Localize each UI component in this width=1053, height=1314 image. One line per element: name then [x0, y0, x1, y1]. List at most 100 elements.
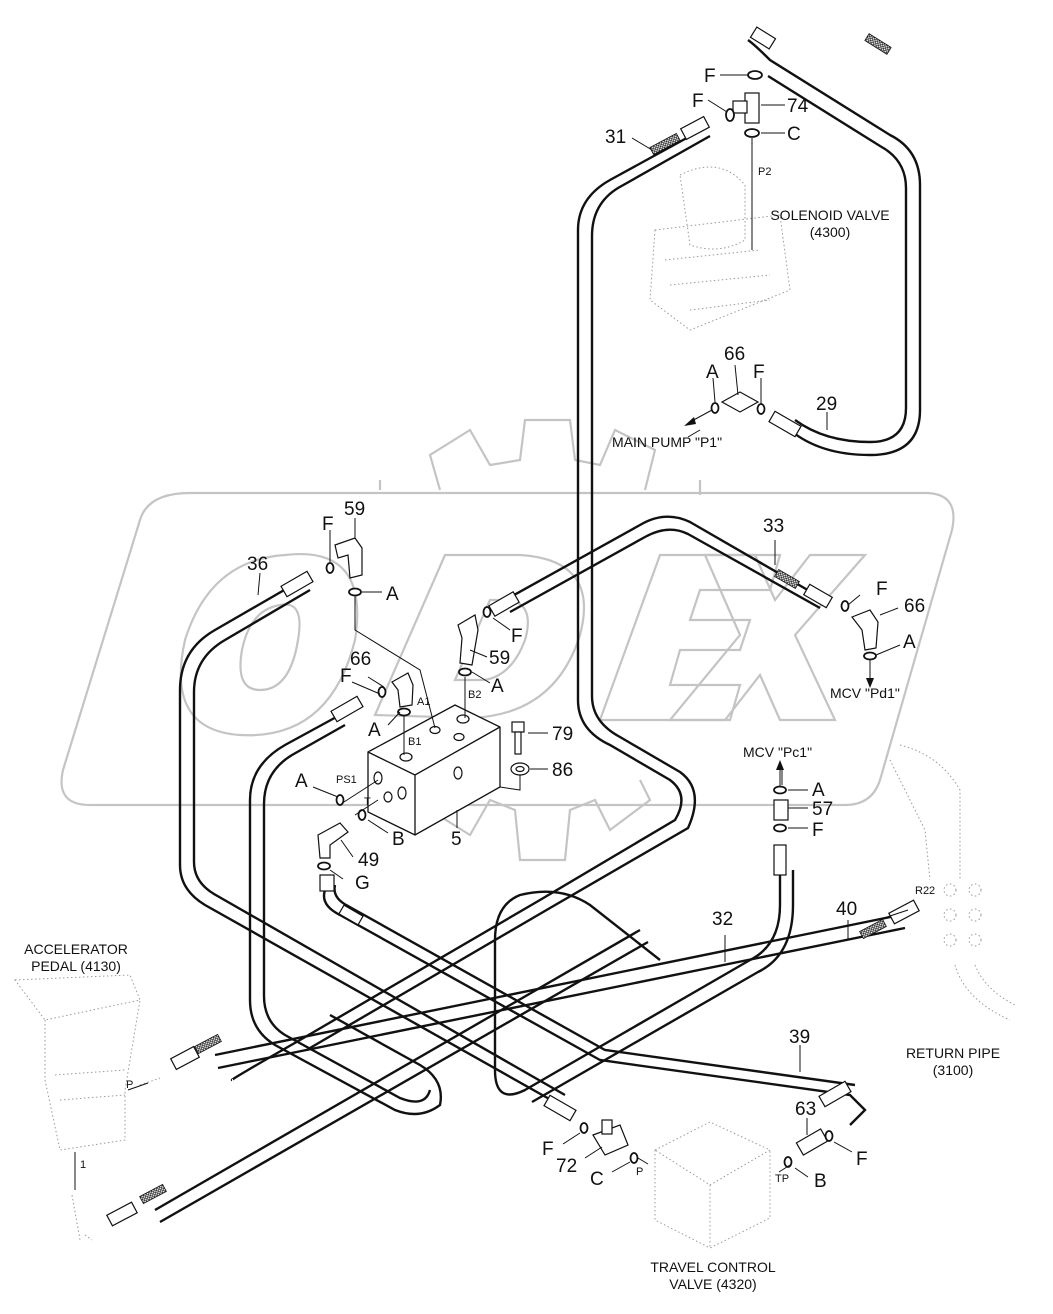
return-pipe-code: (3100) — [933, 1062, 973, 1078]
callout-33: 33 — [763, 516, 784, 537]
watermark-letter-x — [667, 553, 868, 722]
watermark-gear — [378, 418, 702, 862]
seal-c-72: C — [590, 1169, 604, 1190]
seal-f-tee: F — [692, 91, 704, 112]
seal-f-72: F — [542, 1139, 554, 1160]
port-p2: P2 — [758, 166, 771, 178]
solenoid-valve-code: (4300) — [810, 224, 850, 240]
port-r22: R22 — [915, 885, 935, 897]
port-b1: B1 — [408, 736, 421, 748]
main-pump-label: MAIN PUMP "P1" — [612, 434, 722, 450]
travel-control-valve-code: VALVE (4320) — [669, 1276, 756, 1292]
tee-74 — [732, 92, 760, 124]
seal-g-49: G — [355, 873, 370, 894]
seal-b-63: B — [814, 1171, 827, 1192]
seal-a-66-block: A — [368, 720, 381, 741]
seal-a-57: A — [812, 780, 825, 801]
callout-66-top: 66 — [724, 344, 745, 365]
elbow-66-top — [720, 391, 760, 413]
callout-5: 5 — [451, 829, 462, 850]
valve-63 — [795, 1128, 829, 1156]
adapter-57 — [773, 799, 789, 821]
solenoid-valve-ghost — [649, 166, 791, 331]
callout-59-left: 59 — [344, 499, 365, 520]
callout-29: 29 — [816, 394, 837, 415]
mcv-pc1-label: MCV "Pc1" — [743, 744, 812, 760]
callout-66-block: 66 — [350, 649, 371, 670]
seal-a-59-mid: A — [491, 676, 504, 697]
callout-59-mid: 59 — [489, 648, 510, 669]
travel-control-valve-ghost — [653, 1121, 772, 1249]
callout-72: 72 — [556, 1156, 577, 1177]
seal-a-pump: A — [706, 362, 719, 383]
watermark-letter-o — [179, 552, 359, 737]
leader-lines — [74, 74, 909, 1190]
elbow-59-mid — [457, 614, 479, 666]
callout-31: 31 — [605, 127, 626, 148]
valve-block-5 — [367, 704, 501, 836]
port-b2: B2 — [468, 689, 481, 701]
seal-f-59-left: F — [322, 514, 334, 535]
accelerator-pedal-label: ACCELERATOR — [24, 941, 128, 957]
flow-arrows — [684, 409, 874, 786]
port-p-pedal: P — [126, 1079, 133, 1091]
elbow-66-right — [851, 609, 879, 651]
callout-39: 39 — [789, 1027, 810, 1048]
seal-f-57: F — [812, 820, 824, 841]
callout-63: 63 — [795, 1099, 816, 1120]
seal-a-ps1: A — [295, 771, 308, 792]
accelerator-pedal-code: PEDAL (4130) — [31, 958, 121, 974]
arrow-to-mcv-pd1-icon — [866, 678, 874, 688]
return-pipe-ghost — [889, 744, 1016, 1021]
callout-1: 1 — [80, 1159, 86, 1171]
elbow-49 — [317, 822, 349, 859]
port-tp: TP — [775, 1173, 789, 1185]
hose-36 — [178, 576, 566, 1107]
callout-32: 32 — [712, 909, 733, 930]
travel-control-valve-label: TRAVEL CONTROL — [650, 1259, 775, 1275]
callout-79: 79 — [552, 724, 573, 745]
port-ps1: PS1 — [336, 774, 357, 786]
seal-f-66-right: F — [876, 579, 888, 600]
hose-33 — [504, 515, 826, 614]
return-pipe-label: RETURN PIPE — [906, 1045, 1000, 1061]
washer-86 — [510, 762, 530, 776]
hose-31 — [230, 126, 711, 1082]
seal-f-59-mid: F — [511, 626, 523, 647]
hose-end-fittings — [106, 26, 920, 1227]
seal-a-66-right: A — [903, 632, 916, 653]
callout-86: 86 — [552, 760, 573, 781]
elbow-66-block — [391, 672, 414, 708]
o-rings — [317, 70, 877, 1168]
arrow-to-main-pump-icon — [684, 417, 696, 426]
port-t: T — [364, 796, 371, 808]
seal-f-pump: F — [753, 362, 765, 383]
seal-b-t: B — [392, 829, 405, 850]
callout-57: 57 — [812, 799, 833, 820]
seal-c-tee: C — [787, 124, 801, 145]
hose-40 — [214, 913, 906, 1070]
accelerator-pedal-ghost — [14, 974, 161, 1241]
callout-40: 40 — [836, 899, 857, 920]
seal-a-59-left: A — [386, 584, 399, 605]
solenoid-valve-label: SOLENOID VALVE — [770, 207, 889, 223]
arrow-to-mcv-pc1-icon — [776, 760, 784, 770]
seal-f-top: F — [704, 66, 716, 87]
watermark-letter-e — [598, 553, 782, 722]
elbow-59-left — [334, 537, 363, 579]
callout-74: 74 — [787, 96, 809, 117]
hose-29 — [747, 39, 922, 457]
hose-49 — [322, 884, 867, 1126]
callout-49: 49 — [358, 850, 379, 871]
hose-32 — [493, 870, 795, 1104]
port-p-tcv: P — [636, 1166, 643, 1178]
seal-f-66-block: F — [340, 666, 352, 687]
hose-lower-left — [154, 928, 649, 1224]
seal-f-63: F — [856, 1149, 868, 1170]
callout-66-right: 66 — [904, 596, 925, 617]
bolt-79 — [511, 721, 525, 755]
hose-block-left — [248, 713, 442, 1116]
port-a1: A1 — [417, 696, 430, 708]
mcv-pd1-label: MCV "Pd1" — [830, 685, 900, 701]
